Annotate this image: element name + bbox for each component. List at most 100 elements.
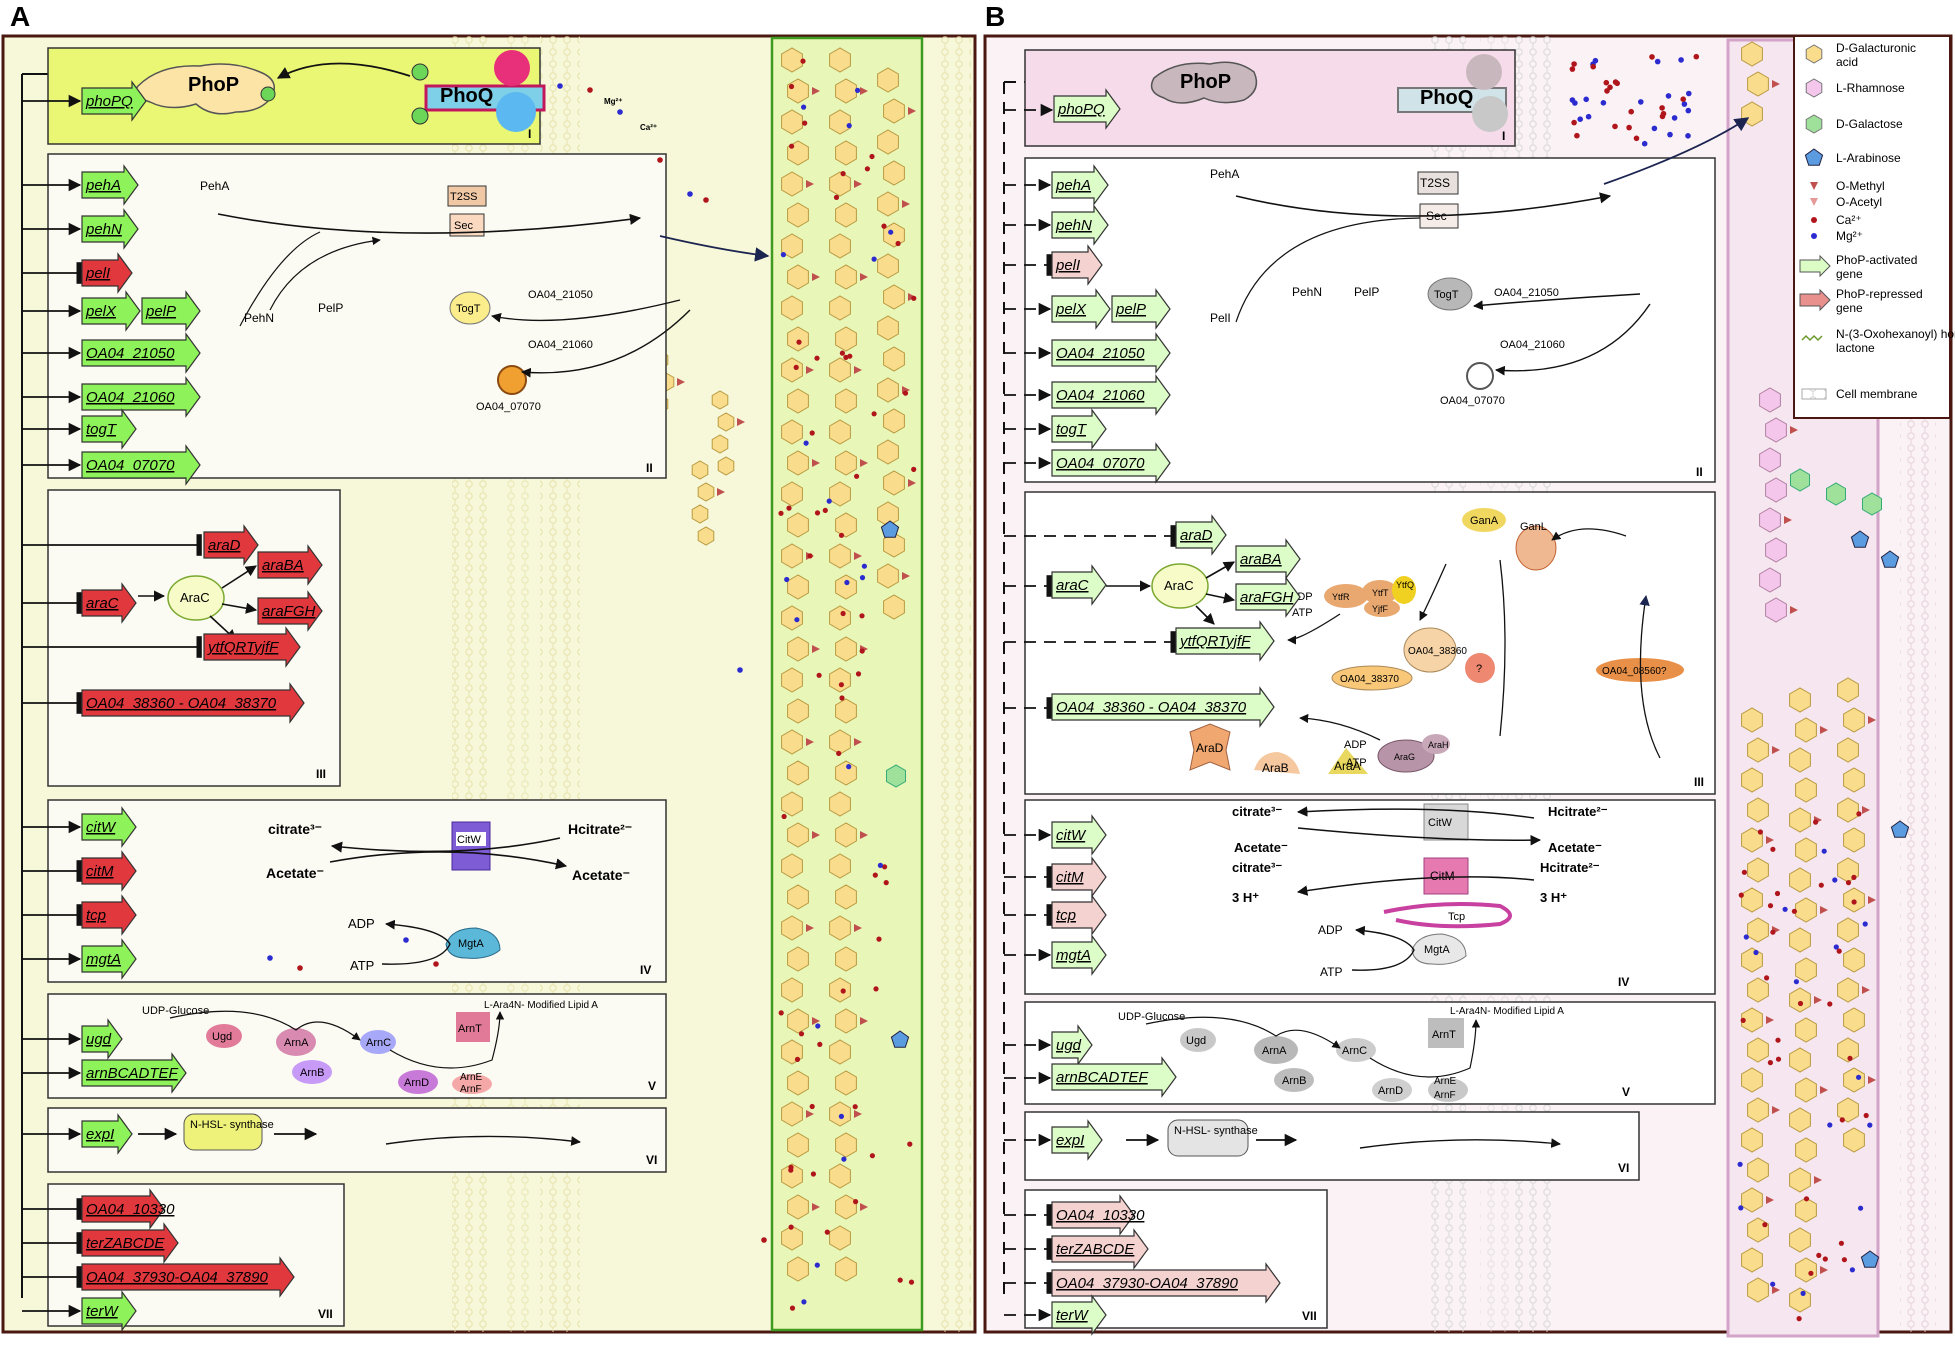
gene-label: pelP xyxy=(145,303,176,320)
ion-dot xyxy=(1836,948,1842,954)
ion-dot xyxy=(794,617,800,623)
ion-dot xyxy=(1569,66,1576,72)
ion-dot xyxy=(1762,1222,1768,1228)
galacturonic-acid-unit xyxy=(829,1101,851,1127)
legend-pentagon-icon xyxy=(1804,148,1824,166)
ion-dot xyxy=(855,671,862,677)
arad-protein xyxy=(1189,723,1231,771)
gene-label: pehA xyxy=(1055,177,1091,194)
ion-dot xyxy=(1753,949,1759,956)
legend-dot-icon xyxy=(1811,233,1817,239)
galacturonic-acid-unit xyxy=(835,636,857,662)
ion-dot xyxy=(1633,135,1640,142)
ion-dot xyxy=(1856,1074,1862,1080)
galacturonic-acid-unit xyxy=(1795,1137,1817,1163)
legend-hexagon-icon xyxy=(1805,44,1823,64)
atp-label: ATP xyxy=(1320,965,1342,979)
galacturonic-acid-unit xyxy=(1765,597,1787,623)
gene-terzabcde: terZABCDE xyxy=(1051,1228,1149,1270)
galacturonic-acid-unit xyxy=(835,1256,857,1282)
ion-dot xyxy=(657,157,663,163)
ion-dot xyxy=(881,223,887,229)
gene-label: pehA xyxy=(85,177,121,194)
galacturonic-acid-unit xyxy=(1741,41,1763,67)
pathway-arrow xyxy=(169,1010,361,1041)
yjff-label: YjfF xyxy=(1372,604,1389,614)
arna-protein xyxy=(1254,1036,1298,1064)
methyl-mark xyxy=(806,180,814,188)
gene-label: ugd xyxy=(86,1031,112,1048)
peha-label: PehA xyxy=(200,179,229,193)
gene-label: mgtA xyxy=(1056,947,1091,964)
ion-dot xyxy=(1827,1122,1833,1128)
galacturonic-acid-unit xyxy=(883,594,905,620)
oa0438360-protein xyxy=(1403,627,1457,673)
ion-dot xyxy=(853,1199,859,1205)
galacturonic-acid-unit xyxy=(1759,567,1781,593)
gene-label: araBA xyxy=(262,557,304,574)
galacturonic-acid-unit xyxy=(835,946,857,972)
galacturonic-acid-unit xyxy=(1789,987,1811,1013)
ion-dot xyxy=(789,143,795,149)
galacturonic-acid-unit xyxy=(883,346,905,372)
phosphate-icon xyxy=(411,63,429,81)
mgta-protein xyxy=(1411,933,1467,965)
gene-label: citM xyxy=(86,863,114,880)
ion-dot xyxy=(1577,116,1583,122)
hcitrate-label: Hcitrate²⁻ xyxy=(568,821,632,837)
gene-oa04-21060: OA04_21060 xyxy=(1051,374,1171,416)
ion-dot xyxy=(1659,105,1665,111)
ion-dot xyxy=(297,965,303,971)
galacturonic-acid-unit xyxy=(1837,737,1859,763)
ion-dot xyxy=(1671,115,1678,121)
yjff-protein xyxy=(1364,599,1400,617)
togt-label: TogT xyxy=(1434,289,1459,301)
phoq-domain xyxy=(1472,96,1508,132)
galacturonic-acid-unit xyxy=(1747,1097,1769,1123)
mgta-protein xyxy=(445,927,501,959)
lipid-label: L-Ara4N- Modified Lipid A xyxy=(484,1000,598,1011)
methyl-mark xyxy=(1868,896,1876,904)
ion-dot xyxy=(802,120,808,126)
uptake-arrow xyxy=(1287,613,1341,645)
gene-label: pelP xyxy=(1115,301,1146,318)
galacturonic-acid-unit xyxy=(787,698,809,724)
gene-arafgh: araFGH xyxy=(1235,576,1301,618)
ion-dot xyxy=(859,648,865,654)
regulation-line xyxy=(1205,592,1236,604)
gene-phopq: phoPQ xyxy=(1053,88,1121,130)
ion-dot xyxy=(888,229,894,235)
gene-label: expI xyxy=(86,1126,114,1143)
galacturonic-acid-unit xyxy=(829,915,851,941)
ion-dot xyxy=(801,104,807,110)
galacturonic-acid-unit xyxy=(877,129,899,155)
galacturonic-acid-unit xyxy=(1741,1007,1763,1033)
ion-dot xyxy=(873,986,879,992)
t2ss-box xyxy=(447,185,487,207)
diffusion-arrow xyxy=(1359,1138,1561,1149)
galacturonic-acid-unit xyxy=(829,977,851,1003)
gene-label: mgtA xyxy=(86,951,121,968)
panel-b: I PhoP PhoQ II T2SS Sec PehA PehN PelP P… xyxy=(983,34,1955,1338)
legend-label: N-(3-Oxohexanoyl) homoserinelactone xyxy=(1836,327,1955,355)
methyl-mark xyxy=(854,738,862,746)
ion-dot xyxy=(907,1141,913,1147)
methyl-mark xyxy=(1820,906,1828,914)
adp-label: ADP xyxy=(1318,923,1343,937)
gene-label: OA04_21050 xyxy=(1056,345,1145,362)
section-label: VI xyxy=(1618,1161,1629,1175)
galacturonic-acid-unit xyxy=(691,504,709,524)
ion-dot xyxy=(778,1010,784,1016)
ion-dot xyxy=(864,166,871,172)
ion-dot xyxy=(1851,899,1857,905)
ion-dot xyxy=(897,1277,903,1283)
gene-tcp: tcp xyxy=(1051,894,1107,936)
unknown-label: ? xyxy=(1476,663,1482,675)
legend-item: Mg²⁺ xyxy=(1811,229,1863,243)
galacturonic-acid-unit xyxy=(1765,477,1787,503)
ion-dot xyxy=(803,440,809,446)
galacturonic-acid-unit xyxy=(835,388,857,414)
legend-item: D-Galactose xyxy=(1805,114,1903,134)
ion-dot xyxy=(869,153,875,160)
ion-dot xyxy=(1740,1017,1746,1024)
